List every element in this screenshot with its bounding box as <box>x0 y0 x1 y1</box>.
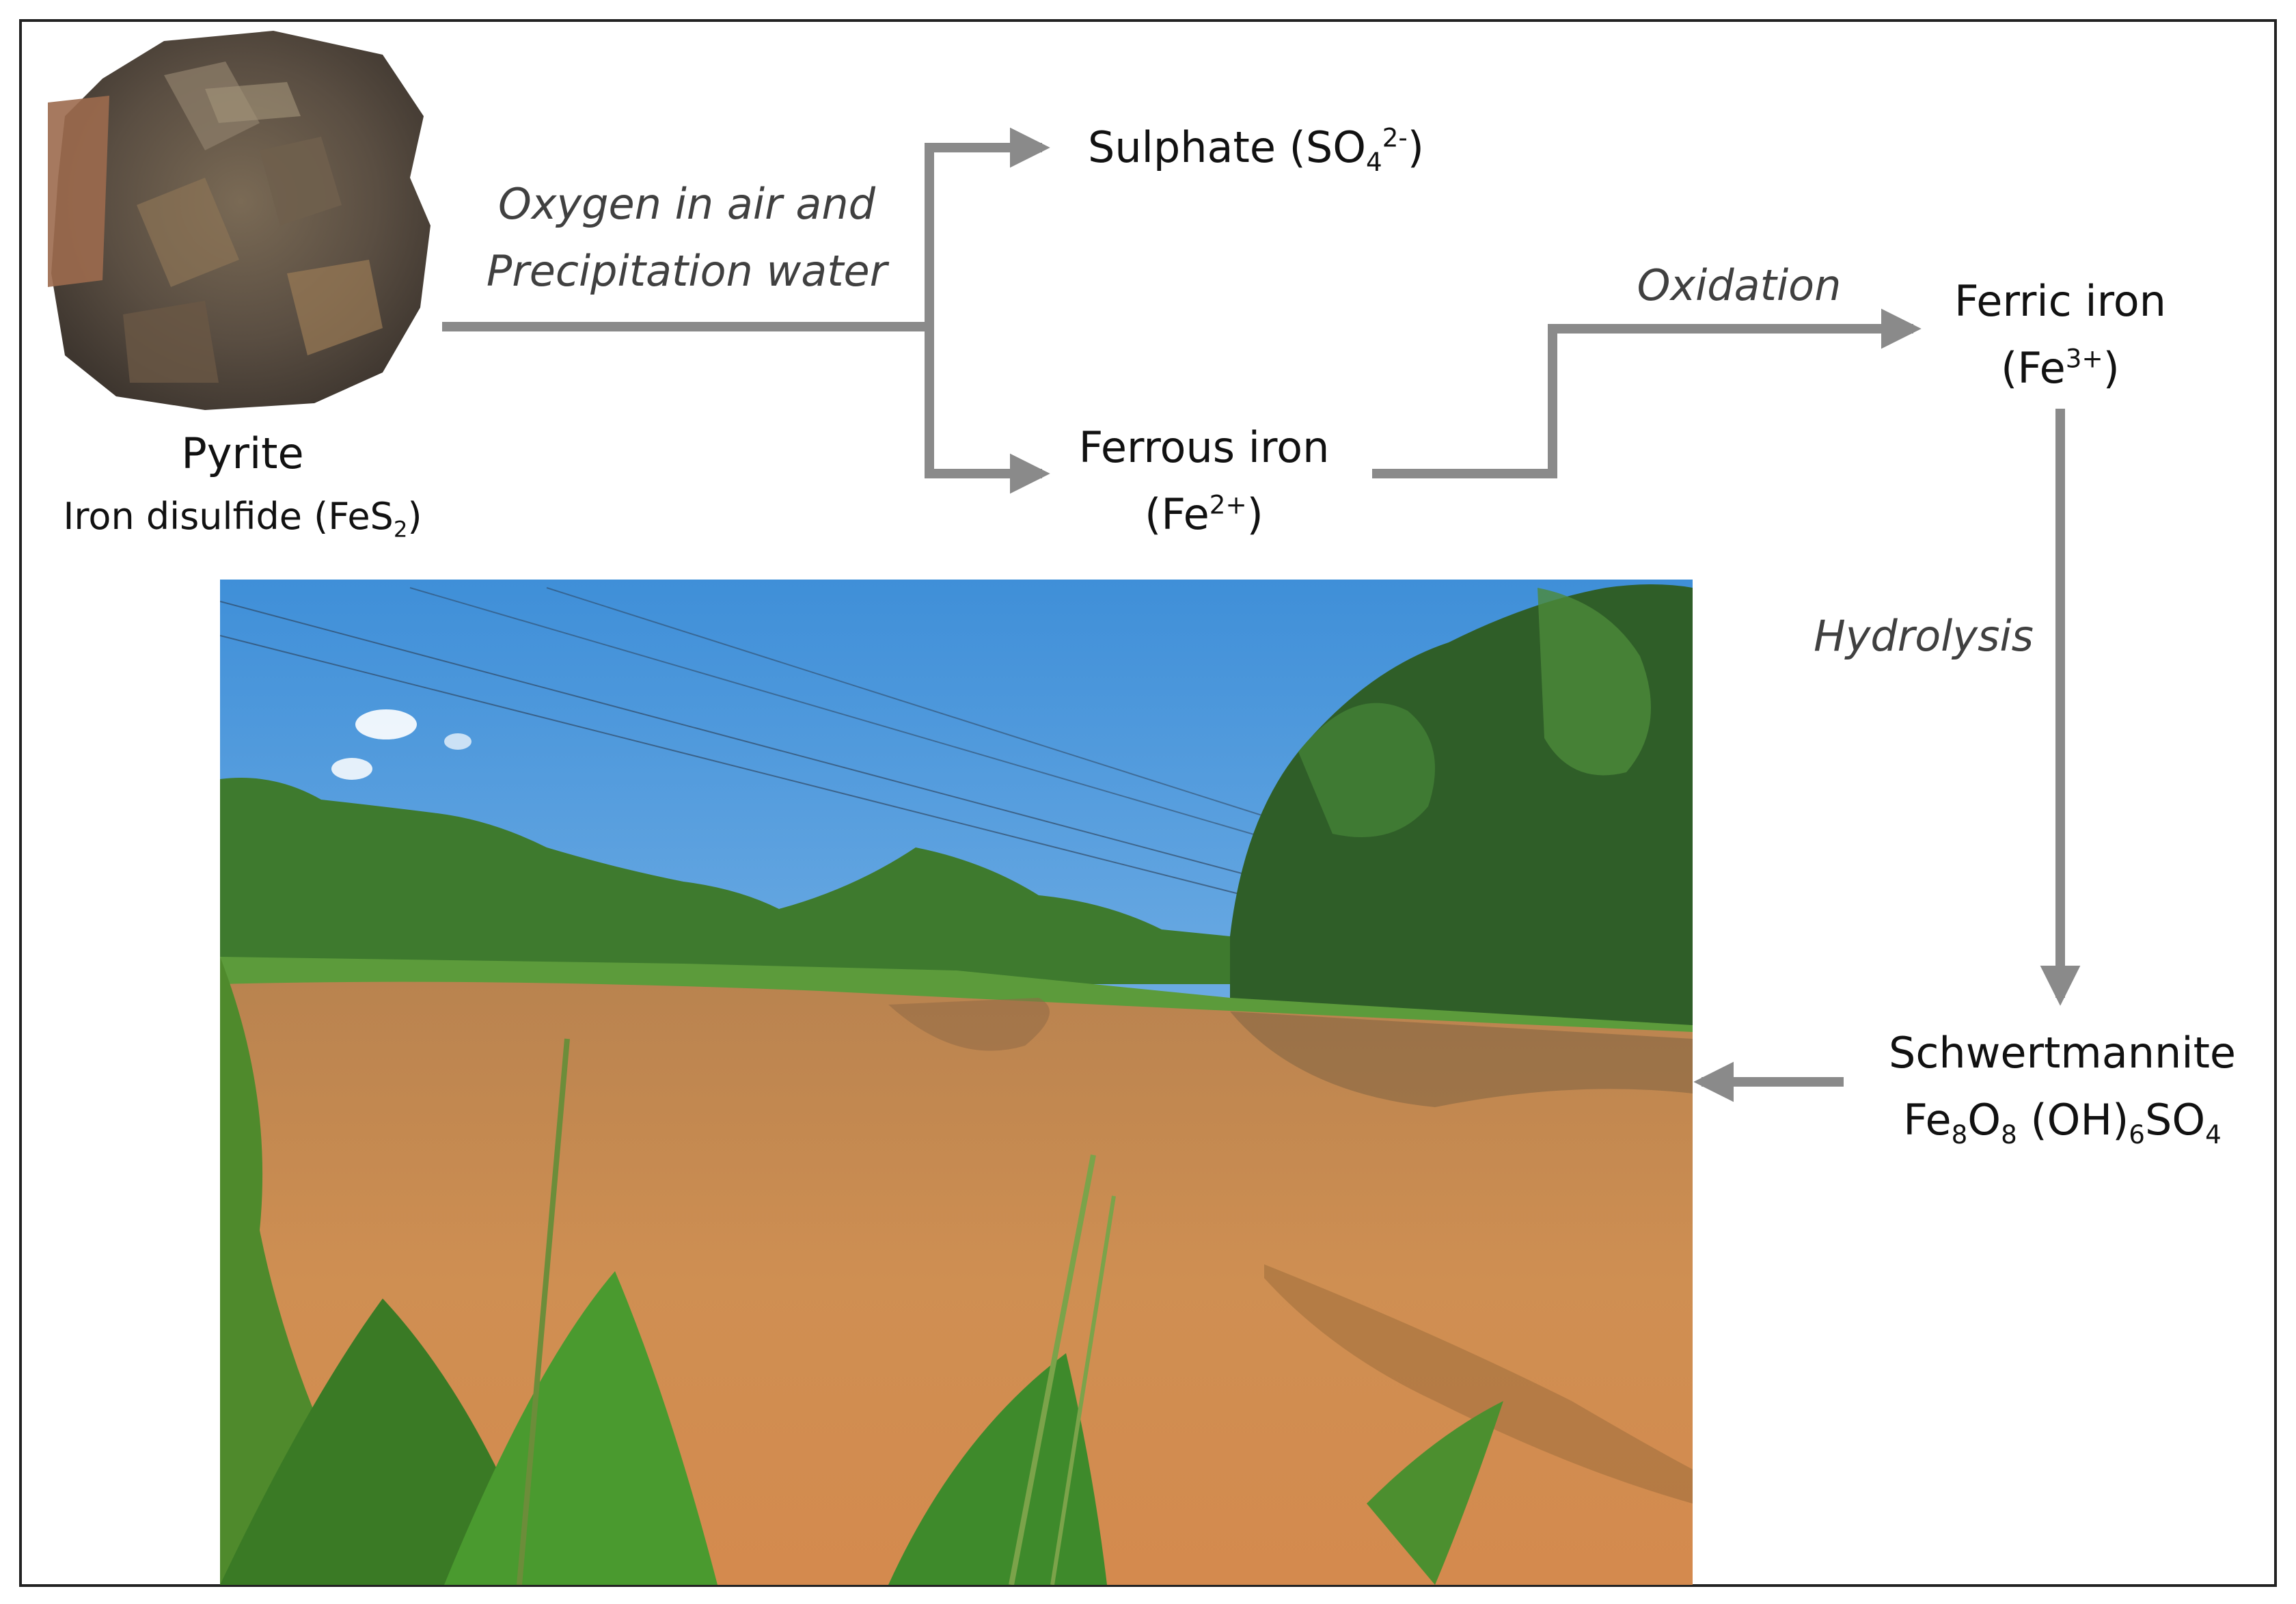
pyrite-label: Pyrite <box>181 429 303 478</box>
figure-border <box>19 19 2277 1587</box>
pyrite-formula: Iron disulfide (FeS2) <box>63 495 422 543</box>
arrow-to-ferric <box>1372 308 1922 478</box>
ferric-iron-formula: (Fe3+) <box>2001 343 2120 393</box>
oxidation-label: Oxidation <box>1637 260 1842 310</box>
process-label-line1: Oxygen in air and <box>498 179 875 229</box>
acid-mine-pond-image <box>220 580 1693 1585</box>
ferrous-iron-formula: (Fe2+) <box>1145 489 1263 539</box>
pyrite-name: Pyrite <box>181 429 304 478</box>
schwertmannite-label: Schwertmannite Fe8O8 (OH)6SO4 <box>1889 1020 2236 1154</box>
arrow-to-ferrous <box>925 327 1050 494</box>
arrow-to-sulphate <box>925 127 1050 327</box>
hydrolysis-label: Hydrolysis <box>1814 611 2034 661</box>
ferrous-iron-label: Ferrous iron (Fe2+) <box>1079 414 1330 548</box>
process-label: Oxygen in air and Precipitation water <box>487 171 887 305</box>
schwertmannite-formula: Fe8O8 (OH)6SO4 <box>1903 1095 2222 1150</box>
process-label-line2: Precipitation water <box>486 246 888 296</box>
arrows <box>442 127 2081 1102</box>
pyrite-rock-image <box>48 31 430 410</box>
ferrous-iron-name: Ferrous iron <box>1078 422 1330 472</box>
ferric-iron-name: Ferric iron <box>1954 276 2166 326</box>
ferric-iron-label: Ferric iron (Fe3+) <box>1954 268 2166 402</box>
schwertmannite-name: Schwertmannite <box>1888 1028 2237 1078</box>
sulphate-label: Sulphate (SO42-) <box>1088 122 1424 178</box>
